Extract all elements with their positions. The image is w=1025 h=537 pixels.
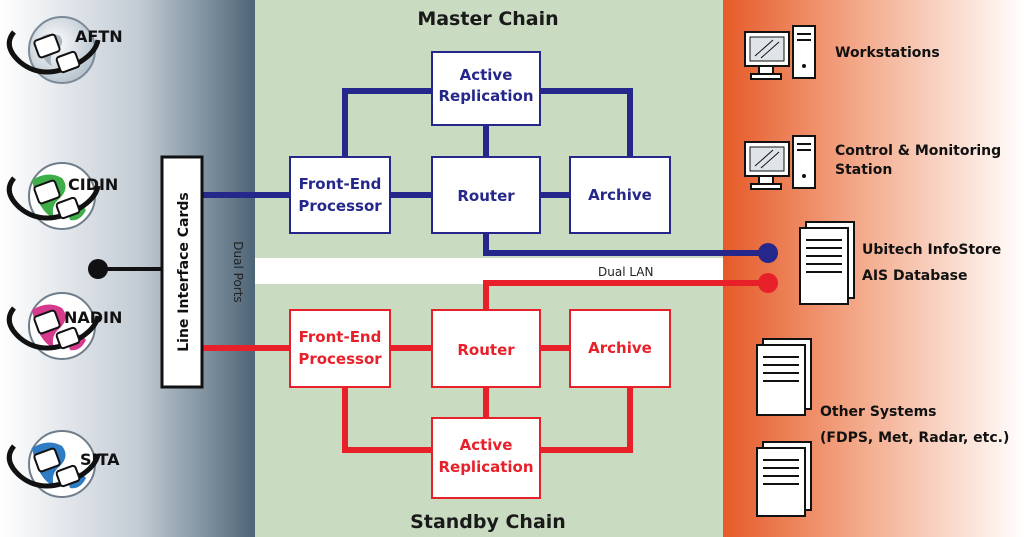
dual-ports-label: Dual Ports [231,241,245,302]
nadin-label: NADIN [64,308,122,327]
standby-router-box: Router [431,309,541,388]
svg-text:Archive: Archive [588,186,652,204]
other-systems-label: Other Systems [820,404,936,420]
svg-text:Processor: Processor [298,197,382,215]
standby-chain-title: Standby Chain [410,511,566,533]
dual-lan-label: Dual LAN [598,265,654,279]
master-router-box: Router [431,156,541,234]
workstations-label: Workstations [835,45,940,61]
aftn-globe-plug-icon [6,16,101,84]
svg-text:Front-End: Front-End [299,175,382,193]
svg-text:Active: Active [460,66,513,84]
master-front-end-processor-box: Front-End Processor [289,156,391,234]
infostore-server-icon [799,221,855,305]
dual-lan-band [255,258,723,284]
aftn-label: AFTN [75,27,123,46]
sita-label: SITA [80,450,120,469]
master-archive-box: Archive [569,156,671,234]
standby-front-end-processor-box: Front-End Processor [289,309,391,388]
svg-text:Replication: Replication [438,87,533,105]
standby-active-replication-box: Active Replication [431,417,541,499]
master-connectors [202,88,768,256]
control-monitoring-label: Control & Monitoring [835,143,1001,159]
svg-text:Archive: Archive [588,339,652,357]
svg-text:Processor: Processor [298,350,382,368]
ais-database-label: AIS Database [862,268,968,284]
line-interface-cards-box: Line Interface Cards [160,155,204,389]
cidin-globe-plug-icon [6,162,101,230]
svg-text:Active: Active [460,436,513,454]
network-junction [88,259,108,279]
infostore-label: Ubitech InfoStore [862,242,1001,258]
standby-archive-box: Archive [569,309,671,388]
master-active-replication-box: Active Replication [431,51,541,126]
nadin-globe-plug-icon [6,292,101,360]
svg-text:Line Interface Cards: Line Interface Cards [176,192,192,352]
standby-connectors [202,280,768,453]
master-chain-title: Master Chain [417,8,558,30]
svg-text:Router: Router [457,187,515,205]
other-systems-server-icon-2 [756,441,812,517]
svg-text:Router: Router [457,341,515,359]
sita-globe-plug-icon [6,430,101,498]
control-station-label: Station [835,162,892,178]
svg-text:Replication: Replication [438,458,533,476]
other-systems-server-icon-1 [756,338,812,416]
control-station-workstation-icon [744,135,816,190]
standby-lan-port [758,273,778,293]
svg-text:Front-End: Front-End [299,328,382,346]
workstations-workstation-icon [744,25,816,80]
cidin-label: CIDIN [68,175,118,194]
master-lan-port [758,243,778,263]
other-systems-detail-label: (FDPS, Met, Radar, etc.) [820,430,1009,446]
